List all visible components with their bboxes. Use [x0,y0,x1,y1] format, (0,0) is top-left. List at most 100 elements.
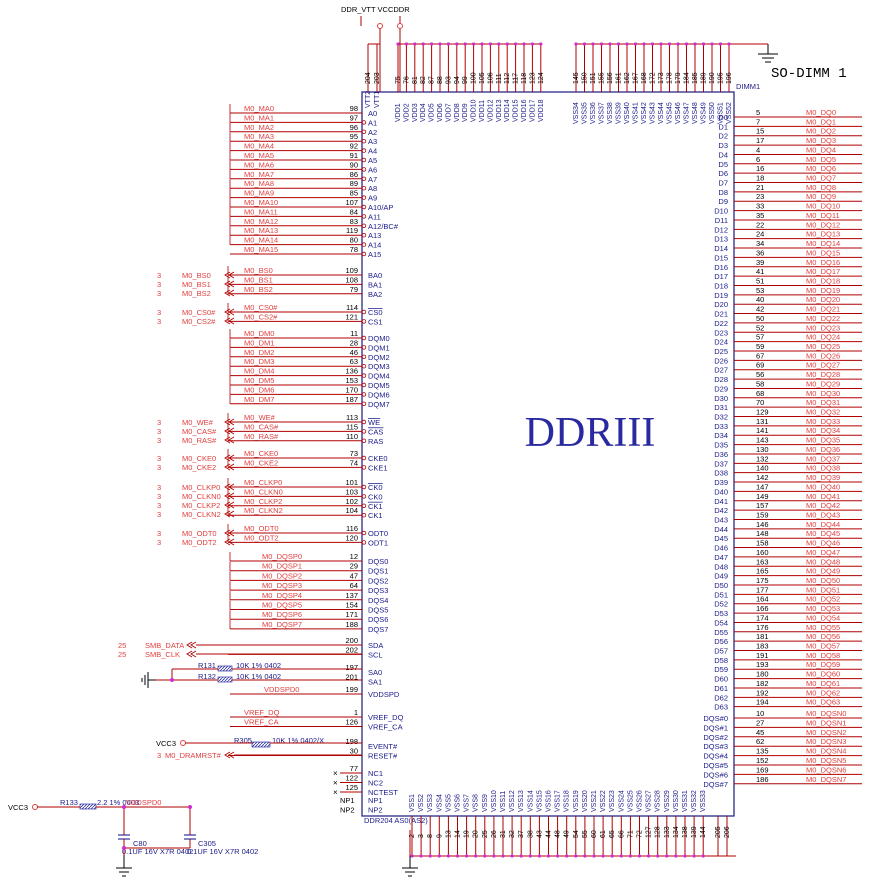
top-pin-name: VDD6 [437,103,444,122]
r305-ref: R305 [234,736,252,745]
pin-name: D40 [714,487,728,496]
net-label: M0_DQ27 [806,361,840,370]
pin-name: D8 [718,188,728,197]
top-pin-number: 88 [437,76,444,84]
pin-number: 186 [756,775,769,784]
bottom-pin-name: VSS19 [573,790,580,812]
pin-name: DQS7 [368,625,388,634]
net-label: M0_DQ43 [806,510,840,519]
bottom-pin-number: 43 [536,830,543,838]
bottom-pin-number: 134 [673,826,680,838]
pin-number: 102 [345,497,358,506]
bottom-pin-name: VSS25 [627,790,634,812]
resistor-r131[interactable] [217,665,233,672]
net-label: M0_DQ60 [806,670,840,679]
net-label: M0_DQSN4 [806,747,846,756]
pin-name: D30 [714,394,728,403]
top-pin-number: 150 [582,72,589,84]
net-label: VREF_DQ [244,708,280,717]
pin-name: D16 [714,263,728,272]
bottom-pin-number: 14 [455,830,462,838]
np-label: NP1 [340,796,355,805]
net-label: M0_DQ50 [806,576,840,585]
r132-ref: R132 [198,672,216,681]
top-pin-number: 161 [616,72,623,84]
pin-name: NCTEST [368,788,398,797]
port-label: M0_ODT0 [182,529,217,538]
pin-number: 194 [756,698,769,707]
resistor-r133[interactable] [79,803,97,810]
pin-bubble [361,354,367,359]
junction-dot [455,854,460,858]
pin-name: NC1 [368,769,383,778]
pin-name: D41 [714,497,728,506]
port-label: M0_DRAMRST# [165,751,222,760]
net-label: M0_DQSP7 [262,620,302,629]
pin-name: D58 [714,656,728,665]
pin-name: D48 [714,562,728,571]
pin-number: 70 [756,398,764,407]
pin-number: 146 [756,520,769,529]
bottom-pin-number: 31 [500,830,507,838]
port-number: 3 [157,454,161,463]
net-label: M0_MA9 [244,189,274,198]
top-pin-name: VSS45 [667,102,674,124]
ground-symbol-bottom [402,856,418,877]
junction-dot [492,854,496,858]
pin-number: 148 [756,529,769,538]
top-pin-name: VDD7 [445,103,452,122]
port-arrow-icon [186,641,197,649]
junction-dot [674,854,678,858]
pin-bubble [361,392,367,397]
pin-number: 58 [756,379,764,388]
port-arrow-icon [224,463,235,471]
capacitor-c305[interactable] [184,834,196,840]
pin-number: 140 [756,464,769,473]
top-pin-number: 190 [709,72,716,84]
bottom-pin-number: 37 [518,830,525,838]
junction-dot [616,42,621,46]
resistor-r305[interactable] [251,741,271,748]
top-pin-name: VSS35 [582,102,589,124]
pin-number: 80 [350,236,358,245]
net-label: M0_MA0 [244,104,274,113]
capacitor-c80[interactable] [118,834,130,840]
pin-number: 24 [756,230,764,239]
chip-body[interactable] [361,91,735,817]
net-label: M0_DQ33 [806,417,840,426]
junction-caps-gnd [122,846,126,850]
pin-name: DQM2 [368,353,390,362]
top-pin-name: VSS34 [573,102,580,124]
bottom-pin-number: 8 [427,834,434,838]
pin-number: 16 [756,164,764,173]
junction-dot [539,42,543,46]
pin-number: 143 [756,436,769,445]
pin-number: 108 [345,275,358,284]
junction-dot [692,854,696,858]
pin-name: BA0 [368,271,382,280]
junction-dot [592,854,596,858]
pin-number: 175 [756,576,769,585]
schematic-title: SO-DIMM 1 [771,66,847,82]
junction-dot [528,854,532,858]
pin-number: 67 [756,351,764,360]
bottom-pin-name: VSS29 [664,790,671,812]
net-label: M0_DQSN2 [806,728,846,737]
top-pin-number: 123 [529,72,536,84]
pin-number: 17 [756,136,764,145]
junction-dot [483,854,487,858]
pin-number: 98 [350,104,358,113]
resistor-r132[interactable] [217,676,233,683]
pin-number: 169 [756,765,769,774]
bottom-pin-number: 2 [409,834,416,838]
pin-number: 147 [756,482,769,491]
pin-bubble [361,242,367,247]
junction-dot [404,42,408,46]
junction-dot [565,854,569,858]
pin-number: 96 [350,123,358,132]
pin-name: DQS#0 [703,714,728,723]
pin-name: D54 [714,618,728,627]
pin-name: DQS#1 [703,723,728,732]
pin-name: DQS#2 [703,733,728,742]
port-label: SMB_DATA [145,641,184,650]
